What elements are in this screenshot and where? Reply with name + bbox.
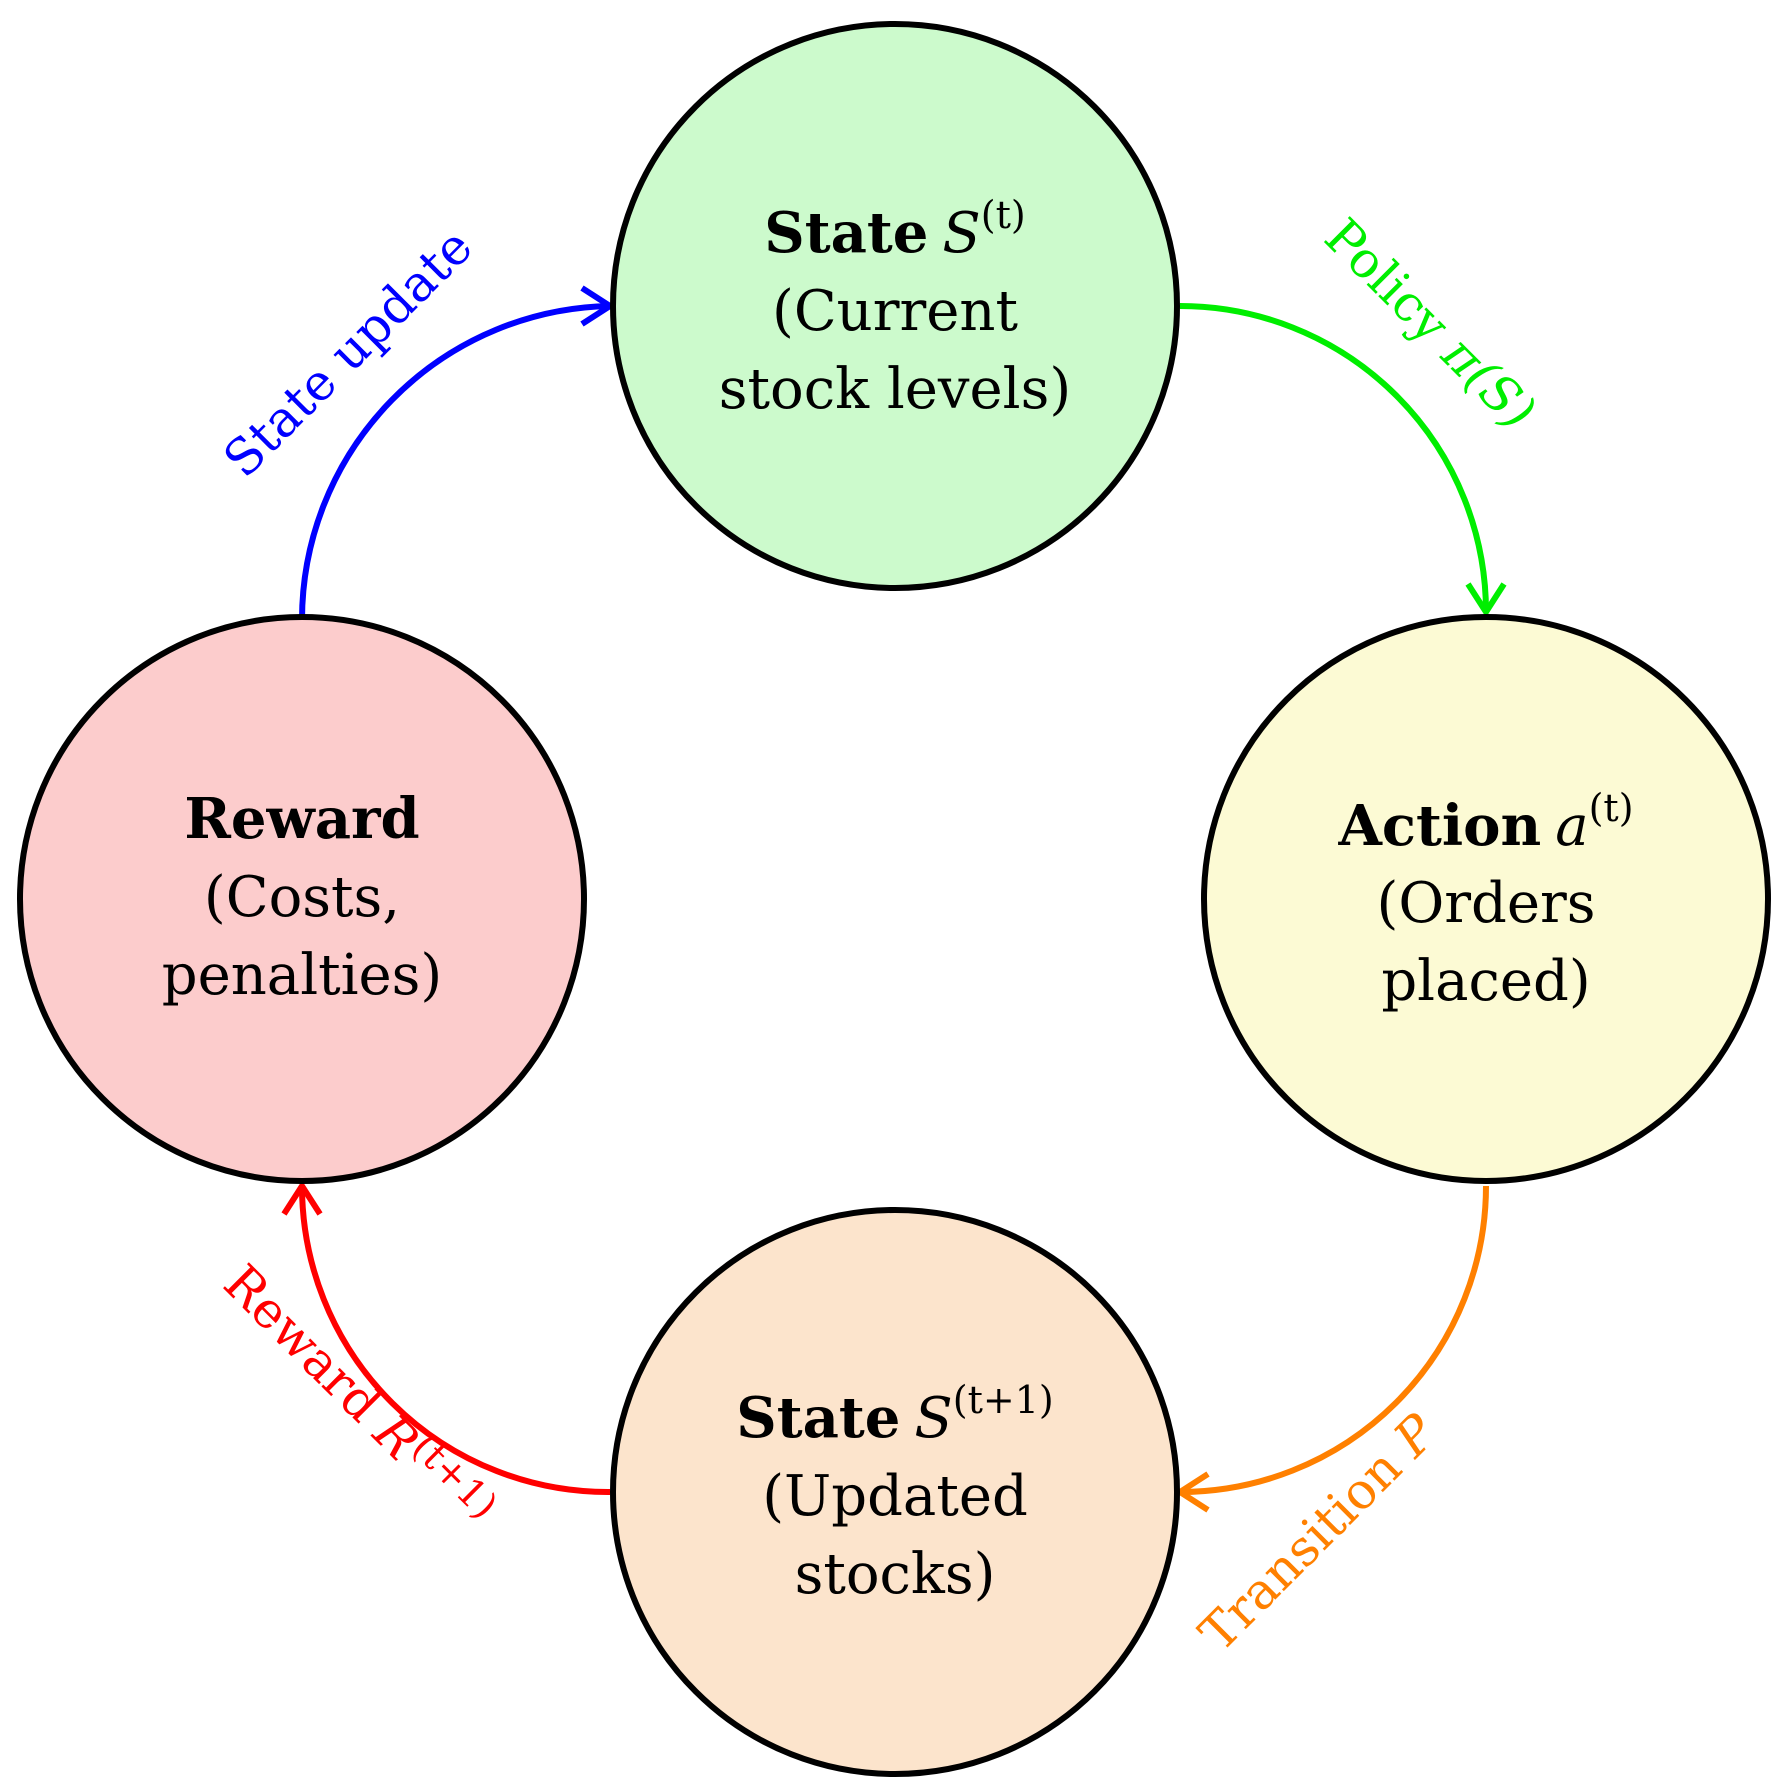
node-state-next-line2: stocks) — [795, 1542, 996, 1607]
policy-arrowhead — [1465, 582, 1507, 615]
edge-reward — [281, 1183, 611, 1496]
transition-label: Transition P — [1188, 1402, 1448, 1662]
node-state-current-line1: (Current — [772, 279, 1019, 344]
node-action-line1: (Orders — [1376, 871, 1595, 936]
reward-arrowhead — [281, 1183, 323, 1216]
transition-arrow — [1179, 1185, 1489, 1495]
node-state-next-line1: (Updated — [762, 1464, 1028, 1529]
node-reward-title: Reward — [184, 786, 419, 852]
node-reward-line2: penalties) — [162, 943, 443, 1008]
node-state-current-line2: stock levels) — [719, 357, 1071, 422]
node-action-line2: placed) — [1381, 949, 1590, 1014]
node-action-circle — [1201, 614, 1771, 1184]
reward-edge-label: Reward R(t+1) — [213, 1249, 507, 1543]
edge-transition — [1177, 1185, 1489, 1513]
edge-policy — [1179, 303, 1507, 615]
node-state-next-circle — [610, 1207, 1180, 1777]
policy-arrow — [1179, 303, 1489, 613]
node-reward: Reward (Costs, penalties) — [17, 614, 587, 1184]
node-reward-line1: (Costs, — [204, 865, 400, 930]
node-state-current-circle — [610, 21, 1180, 591]
policy-label: Policy π(S) — [1314, 207, 1547, 440]
reward-arrow — [299, 1185, 611, 1496]
state-update-label: State update — [212, 217, 483, 488]
state-update-arrow — [299, 303, 611, 621]
node-reward-circle — [17, 614, 587, 1184]
